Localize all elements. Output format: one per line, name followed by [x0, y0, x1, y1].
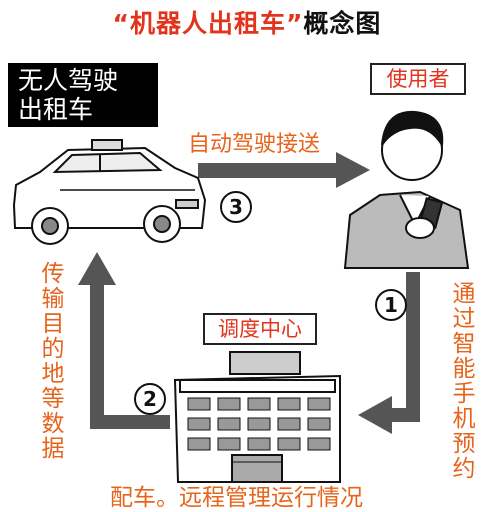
left-char: 的 — [41, 336, 65, 362]
right-char: 智 — [452, 331, 476, 357]
user-label: 使用者 — [370, 63, 466, 95]
arrow-user-to-center — [358, 272, 420, 434]
left-char: 等 — [41, 386, 65, 412]
left-char: 输 — [41, 286, 65, 312]
title-main: “机器人出租车” — [112, 9, 304, 38]
arrow-center-to-taxi — [78, 252, 170, 429]
right-char: 过 — [452, 306, 476, 332]
right-char: 手 — [452, 381, 476, 407]
right-vertical-label: 通 过 智 能 手 机 预 约 — [451, 282, 477, 482]
dispatch-center-label: 调度中心 — [203, 313, 317, 345]
right-char: 机 — [452, 406, 476, 432]
robotaxi-label-line2: 出租车 — [18, 95, 94, 124]
left-char: 据 — [41, 436, 65, 462]
step-3-marker: 3 — [220, 191, 252, 223]
left-char: 地 — [41, 361, 65, 387]
right-char: 能 — [452, 356, 476, 382]
left-vertical-label: 传 输 目 的 地 等 数 据 — [40, 262, 66, 462]
building-illustration — [173, 351, 341, 483]
step-2-marker: 2 — [134, 383, 166, 415]
arrow-top-label: 自动驾驶接送 — [188, 132, 321, 157]
user-illustration — [343, 110, 470, 269]
arrow-taxi-to-user — [198, 152, 370, 188]
bottom-label: 配车。远程管理运行情况 — [110, 485, 363, 511]
robotaxi-label: 无人驾驶 出租车 — [8, 63, 158, 127]
left-char: 数 — [41, 411, 65, 437]
title-suffix: 概念图 — [303, 9, 382, 38]
diagram-title: “机器人出租车”概念图 — [0, 4, 494, 40]
left-char: 传 — [41, 261, 65, 287]
robotaxi-label-line1: 无人驾驶 — [18, 66, 119, 95]
right-char: 预 — [452, 431, 476, 457]
right-char: 通 — [452, 281, 476, 307]
taxi-illustration — [12, 139, 207, 245]
right-char: 约 — [452, 456, 476, 482]
step-1-marker: 1 — [375, 289, 407, 321]
left-char: 目 — [41, 311, 65, 337]
